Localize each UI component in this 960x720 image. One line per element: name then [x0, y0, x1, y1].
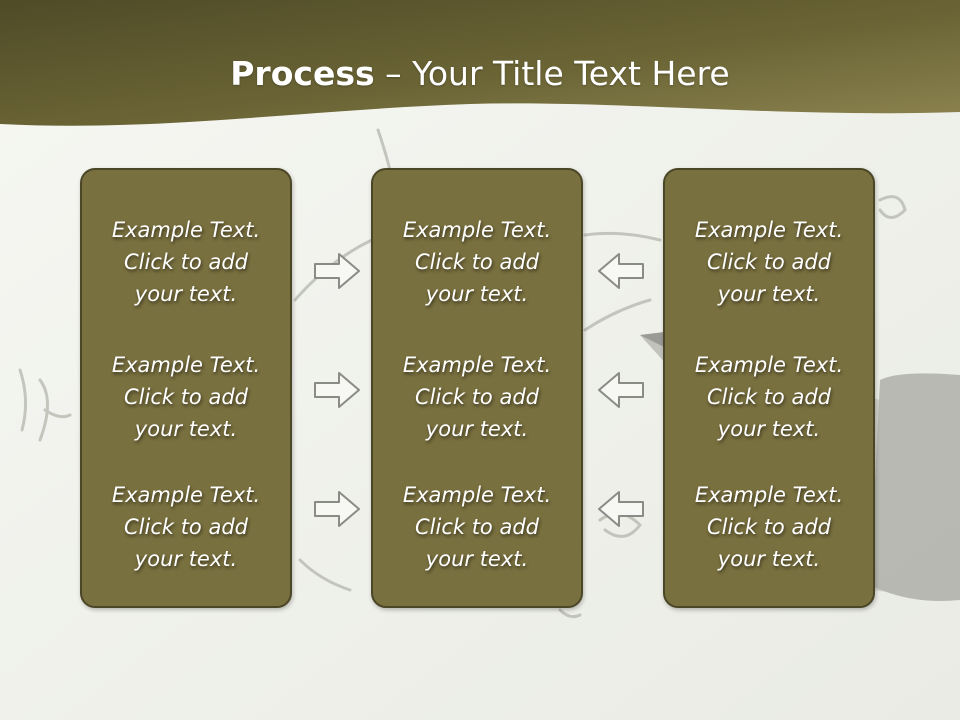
- text-line: your text.: [134, 547, 238, 571]
- text-line: your text.: [134, 282, 238, 306]
- text-line: your text.: [717, 547, 821, 571]
- left-arrow-icon: [598, 491, 644, 527]
- header-band: [0, 0, 960, 126]
- text-block[interactable]: Example Text. Click to add your text.: [665, 479, 873, 575]
- text-line: Click to add: [706, 385, 831, 409]
- text-block[interactable]: Example Text. Click to add your text.: [665, 349, 873, 445]
- title-bold: Process: [230, 54, 375, 93]
- text-block[interactable]: Example Text. Click to add your text.: [373, 479, 581, 575]
- text-block[interactable]: Example Text. Click to add your text.: [82, 214, 290, 310]
- process-box-center[interactable]: Example Text. Click to add your text. Ex…: [371, 168, 583, 608]
- text-line: Example Text.: [694, 483, 844, 507]
- title-separator: –: [374, 54, 413, 93]
- text-line: Example Text.: [111, 353, 261, 377]
- text-line: your text.: [717, 417, 821, 441]
- process-box-right[interactable]: Example Text. Click to add your text. Ex…: [663, 168, 875, 608]
- text-line: Click to add: [414, 515, 539, 539]
- text-block[interactable]: Example Text. Click to add your text.: [373, 214, 581, 310]
- text-line: Example Text.: [111, 483, 261, 507]
- text-line: Click to add: [123, 250, 248, 274]
- text-line: your text.: [425, 282, 529, 306]
- text-block[interactable]: Example Text. Click to add your text.: [82, 479, 290, 575]
- text-line: your text.: [425, 547, 529, 571]
- text-block[interactable]: Example Text. Click to add your text.: [665, 214, 873, 310]
- left-arrow-icon: [598, 253, 644, 289]
- text-line: Click to add: [123, 385, 248, 409]
- process-box-left[interactable]: Example Text. Click to add your text. Ex…: [80, 168, 292, 608]
- text-line: Click to add: [706, 515, 831, 539]
- text-line: Example Text.: [402, 483, 552, 507]
- text-line: your text.: [134, 417, 238, 441]
- text-line: Example Text.: [402, 353, 552, 377]
- slide-title[interactable]: Process – Your Title Text Here: [0, 52, 960, 96]
- text-line: Example Text.: [694, 218, 844, 242]
- left-arrow-icon: [598, 372, 644, 408]
- title-rest: Your Title Text Here: [412, 54, 730, 93]
- right-arrow-icon: [314, 253, 360, 289]
- text-line: Example Text.: [111, 218, 261, 242]
- text-line: Example Text.: [402, 218, 552, 242]
- text-line: Click to add: [706, 250, 831, 274]
- text-line: Example Text.: [694, 353, 844, 377]
- text-line: Click to add: [123, 515, 248, 539]
- right-arrow-icon: [314, 491, 360, 527]
- text-line: Click to add: [414, 250, 539, 274]
- text-block[interactable]: Example Text. Click to add your text.: [82, 349, 290, 445]
- right-arrow-icon: [314, 372, 360, 408]
- text-block[interactable]: Example Text. Click to add your text.: [373, 349, 581, 445]
- text-line: your text.: [717, 282, 821, 306]
- text-line: your text.: [425, 417, 529, 441]
- text-line: Click to add: [414, 385, 539, 409]
